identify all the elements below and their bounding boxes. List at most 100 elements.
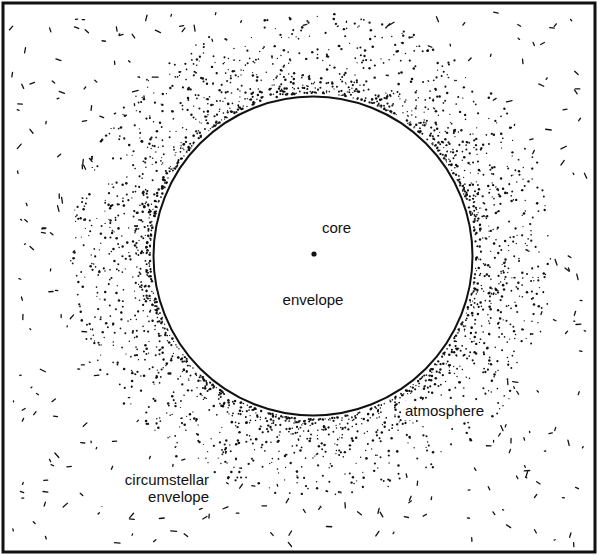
stipple-dot bbox=[293, 93, 295, 95]
stipple-dot bbox=[400, 60, 402, 62]
stipple-dot bbox=[207, 114, 209, 116]
stipple-dot bbox=[323, 425, 325, 427]
stipple-dot bbox=[213, 405, 215, 407]
stipple-dot bbox=[93, 342, 95, 344]
stipple-dot bbox=[419, 127, 421, 129]
stipple-dot bbox=[378, 103, 380, 105]
stipple-dot bbox=[538, 251, 539, 252]
stipple-dot bbox=[277, 440, 280, 443]
stipple-dot bbox=[344, 35, 346, 37]
stipple-dot bbox=[240, 74, 241, 75]
stipple-dot bbox=[128, 144, 131, 147]
stipple-dot bbox=[292, 82, 295, 85]
stipple-dot bbox=[522, 226, 523, 227]
stipple-dot bbox=[99, 298, 100, 299]
stipple-dot bbox=[168, 167, 170, 169]
stipple-dot bbox=[441, 141, 443, 143]
stipple-dot bbox=[114, 332, 116, 334]
stipple-dot bbox=[452, 157, 454, 159]
stipple-dot bbox=[475, 398, 477, 400]
stipple-dot bbox=[239, 90, 240, 91]
stipple-dot bbox=[291, 33, 293, 35]
stipple-dot bbox=[321, 429, 323, 431]
stipple-dot bbox=[473, 195, 475, 197]
stipple-dot bbox=[180, 142, 181, 143]
stipple-dot bbox=[212, 83, 214, 85]
stipple-dot bbox=[437, 360, 439, 362]
stipple-dot bbox=[121, 255, 123, 257]
stipple-dot bbox=[334, 417, 336, 419]
stipple-dot bbox=[399, 98, 400, 99]
stipple-dot bbox=[112, 157, 114, 159]
stipple-dot bbox=[488, 306, 491, 309]
stipple-dot bbox=[203, 52, 205, 54]
stipple-dot bbox=[482, 174, 484, 176]
stipple-dot bbox=[512, 155, 513, 156]
stipple-dot bbox=[407, 111, 408, 112]
stipple-dot bbox=[384, 426, 386, 428]
stipple-dot bbox=[231, 415, 233, 417]
stipple-dot bbox=[473, 283, 474, 284]
stipple-dot bbox=[477, 313, 480, 316]
stipple-dot bbox=[474, 302, 476, 304]
stipple-dot bbox=[392, 399, 394, 401]
stipple-dot bbox=[478, 306, 480, 308]
stipple-dot bbox=[464, 195, 467, 198]
stipple-dot bbox=[249, 415, 250, 416]
stipple-dot bbox=[431, 375, 433, 377]
stipple-dot bbox=[333, 66, 335, 68]
stipple-dot bbox=[493, 242, 496, 245]
stipple-dot bbox=[415, 99, 417, 101]
stipple-dot bbox=[150, 234, 152, 236]
stipple-dot bbox=[251, 104, 253, 106]
stipple-dot bbox=[485, 300, 487, 302]
stipple-dot bbox=[380, 411, 382, 413]
stipple-dot bbox=[208, 36, 210, 38]
stipple-dot bbox=[320, 77, 323, 80]
stipple-dot bbox=[175, 455, 178, 458]
stipple-dot bbox=[235, 425, 236, 426]
stipple-dot bbox=[279, 90, 281, 92]
stipple-dot bbox=[425, 380, 427, 382]
stipple-dot bbox=[241, 85, 243, 87]
stipple-dot bbox=[303, 430, 305, 432]
stipple-dot bbox=[91, 263, 93, 265]
stipple-dot bbox=[226, 80, 228, 82]
stipple-dot bbox=[414, 126, 416, 128]
stipple-dot bbox=[370, 102, 372, 104]
stipple-dot bbox=[137, 254, 139, 256]
stipple-dot bbox=[370, 29, 372, 31]
stipple-dot bbox=[543, 291, 544, 292]
stipple-dot bbox=[195, 130, 197, 132]
stipple-dot bbox=[199, 60, 200, 61]
stipple-dot bbox=[166, 181, 168, 183]
stipple-dot bbox=[96, 286, 98, 288]
stipple-dot bbox=[415, 385, 416, 386]
stipple-dot bbox=[387, 479, 389, 481]
stipple-dot bbox=[441, 356, 443, 358]
stipple-dot bbox=[85, 338, 87, 340]
stipple-dot bbox=[530, 333, 532, 335]
stipple-dot bbox=[203, 111, 205, 113]
stipple-dot bbox=[350, 81, 352, 83]
stipple-dot bbox=[232, 70, 234, 72]
stipple-dot bbox=[272, 415, 275, 418]
stipple-dot bbox=[271, 55, 273, 57]
stipple-dot bbox=[141, 177, 143, 179]
stipple-dot bbox=[422, 426, 424, 428]
stipple-dot bbox=[512, 326, 514, 328]
stipple-dot bbox=[407, 116, 408, 117]
stipple-dot bbox=[503, 262, 505, 264]
stipple-dot bbox=[288, 417, 291, 420]
stipple-dot bbox=[235, 111, 237, 113]
stipple-dot bbox=[254, 407, 257, 410]
stipple-dot bbox=[303, 420, 306, 423]
stipple-dot bbox=[388, 455, 390, 457]
stipple-dot bbox=[102, 331, 104, 333]
stipple-dot bbox=[104, 291, 107, 294]
stipple-dot bbox=[475, 258, 477, 260]
stipple-dot bbox=[425, 447, 426, 448]
stipple-dot bbox=[429, 90, 431, 92]
stipple-dot bbox=[491, 379, 494, 382]
stipple-dot bbox=[474, 229, 476, 231]
